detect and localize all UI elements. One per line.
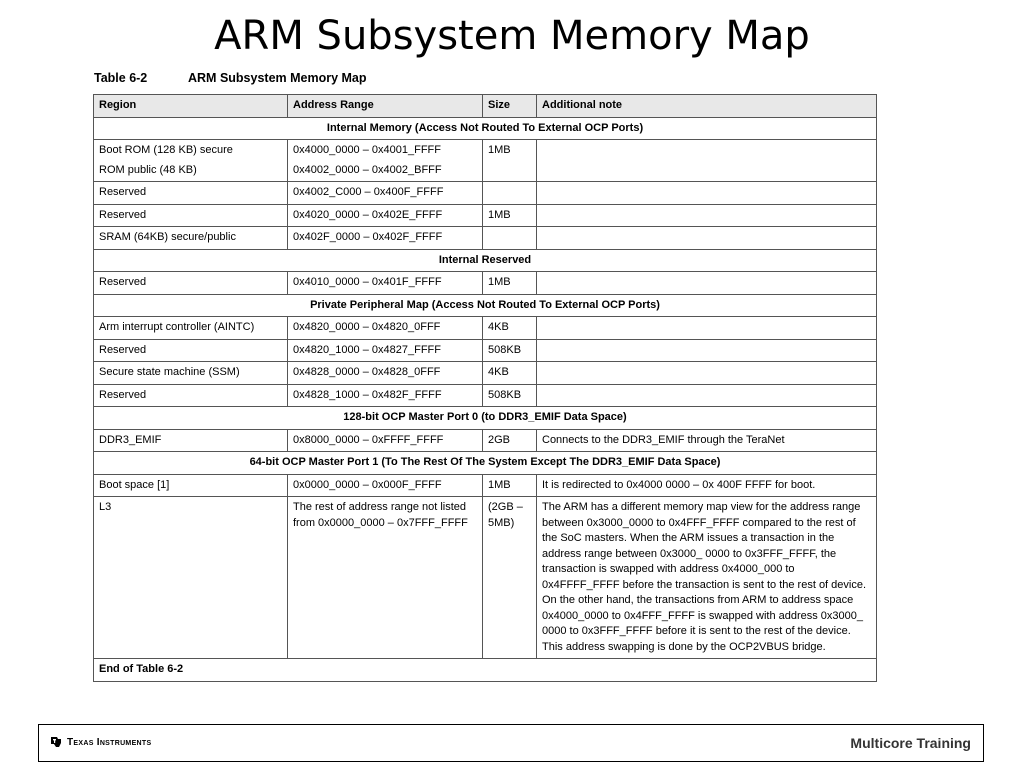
note-cell (536, 383, 877, 407)
address-cell: 0x4002_0000 – 0x4002_BFFF (287, 161, 483, 182)
note-cell: The ARM has a different memory map view … (536, 496, 877, 659)
size-cell: 4KB (482, 316, 537, 340)
table-row: Secure state machine (SSM) 0x4828_0000 –… (93, 361, 877, 385)
table-header-row: Region Address Range Size Additional not… (93, 94, 877, 118)
note-cell (536, 361, 877, 385)
region-cell: L3 (93, 496, 288, 659)
section-internal-memory: Internal Memory (Access Not Routed To Ex… (93, 116, 877, 140)
section-internal-reserved: Internal Reserved (93, 248, 877, 272)
address-cell: 0x4828_1000 – 0x482F_FFFF (287, 383, 483, 407)
note-cell (536, 181, 877, 205)
region-cell: Boot ROM (128 KB) secure (93, 139, 288, 162)
region-cell: Reserved (93, 181, 288, 205)
table-row: Reserved 0x4002_C000 – 0x400F_FFFF (93, 181, 877, 205)
table-end-label: End of Table 6-2 (93, 658, 877, 682)
region-cell: Secure state machine (SSM) (93, 361, 288, 385)
region-cell: SRAM (64KB) secure/public (93, 226, 288, 250)
address-cell: 0x8000_0000 – 0xFFFF_FFFF (287, 428, 483, 452)
footer: Texas Instruments Multicore Training (38, 724, 984, 762)
region-cell: Reserved (93, 338, 288, 362)
size-cell: 508KB (482, 338, 537, 362)
note-cell: It is redirected to 0x4000 0000 – 0x 400… (536, 473, 877, 497)
size-cell: 508KB (482, 383, 537, 407)
section-ocp-port0: 128-bit OCP Master Port 0 (to DDR3_EMIF … (93, 406, 877, 430)
size-cell: 1MB (482, 473, 537, 497)
column-header-note: Additional note (536, 94, 877, 118)
table-row: L3 The rest of address range not listed … (93, 496, 877, 659)
table-row: ROM public (48 KB) 0x4002_0000 – 0x4002_… (93, 161, 877, 182)
table-row: DDR3_EMIF 0x8000_0000 – 0xFFFF_FFFF 2GB … (93, 428, 877, 452)
section-row: 128-bit OCP Master Port 0 (to DDR3_EMIF … (93, 406, 877, 430)
slide-title: ARM Subsystem Memory Map (214, 13, 810, 59)
ti-logo-icon (51, 737, 61, 747)
address-cell: The rest of address range not listed fro… (287, 496, 483, 659)
size-cell: 4KB (482, 361, 537, 385)
section-private-peripheral: Private Peripheral Map (Access Not Route… (93, 293, 877, 317)
size-cell (482, 226, 537, 250)
ti-logo: Texas Instruments (49, 735, 151, 749)
table-row: Boot space [1] 0x0000_0000 – 0x000F_FFFF… (93, 473, 877, 497)
note-cell (536, 139, 877, 182)
address-cell: 0x0000_0000 – 0x000F_FFFF (287, 473, 483, 497)
size-cell: 1MB (482, 271, 537, 295)
region-cell: DDR3_EMIF (93, 428, 288, 452)
size-cell: (2GB – 5MB) (482, 496, 537, 659)
region-cell: Reserved (93, 271, 288, 295)
note-cell (536, 316, 877, 340)
table-end-row: End of Table 6-2 (93, 658, 877, 682)
address-cell: 0x4820_1000 – 0x4827_FFFF (287, 338, 483, 362)
size-cell: 1MB (482, 139, 537, 182)
note-cell: Connects to the DDR3_EMIF through the Te… (536, 428, 877, 452)
address-cell: 0x4002_C000 – 0x400F_FFFF (287, 181, 483, 205)
table-row: Arm interrupt controller (AINTC) 0x4820_… (93, 316, 877, 340)
note-cell (536, 226, 877, 250)
footer-title: Multicore Training (850, 735, 971, 751)
size-cell: 2GB (482, 428, 537, 452)
table-row: Reserved 0x4828_1000 – 0x482F_FFFF 508KB (93, 383, 877, 407)
table-caption-title: ARM Subsystem Memory Map (188, 71, 367, 85)
note-cell (536, 271, 877, 295)
table-row: Reserved 0x4020_0000 – 0x402E_FFFF 1MB (93, 203, 877, 227)
brand-name: Texas Instruments (67, 736, 152, 748)
column-header-address-range: Address Range (287, 94, 483, 118)
table-row: Reserved 0x4010_0000 – 0x401F_FFFF 1MB (93, 271, 877, 295)
address-cell: 0x4828_0000 – 0x4828_0FFF (287, 361, 483, 385)
address-cell: 0x4820_0000 – 0x4820_0FFF (287, 316, 483, 340)
column-header-region: Region (93, 94, 288, 118)
memory-map-table: Region Address Range Size Additional not… (93, 94, 877, 682)
address-cell: 0x4000_0000 – 0x4001_FFFF (287, 139, 483, 162)
address-cell: 0x4010_0000 – 0x401F_FFFF (287, 271, 483, 295)
size-cell (482, 181, 537, 205)
region-cell: ROM public (48 KB) (93, 161, 288, 182)
region-cell: Boot space [1] (93, 473, 288, 497)
column-header-size: Size (482, 94, 537, 118)
table-caption-number: Table 6-2 (94, 71, 148, 85)
section-row: Private Peripheral Map (Access Not Route… (93, 293, 877, 317)
region-cell: Arm interrupt controller (AINTC) (93, 316, 288, 340)
table-caption: Table 6-2 ARM Subsystem Memory Map (94, 71, 367, 85)
section-row: Internal Reserved (93, 248, 877, 272)
section-ocp-port1: 64-bit OCP Master Port 1 (To The Rest Of… (93, 451, 877, 475)
table-row: Reserved 0x4820_1000 – 0x4827_FFFF 508KB (93, 338, 877, 362)
region-cell: Reserved (93, 203, 288, 227)
section-row: Internal Memory (Access Not Routed To Ex… (93, 116, 877, 140)
region-cell: Reserved (93, 383, 288, 407)
note-cell (536, 203, 877, 227)
section-row: 64-bit OCP Master Port 1 (To The Rest Of… (93, 451, 877, 475)
address-cell: 0x402F_0000 – 0x402F_FFFF (287, 226, 483, 250)
size-cell: 1MB (482, 203, 537, 227)
note-cell (536, 338, 877, 362)
address-cell: 0x4020_0000 – 0x402E_FFFF (287, 203, 483, 227)
table-row: Boot ROM (128 KB) secure 0x4000_0000 – 0… (93, 139, 877, 182)
table-row: SRAM (64KB) secure/public 0x402F_0000 – … (93, 226, 877, 250)
